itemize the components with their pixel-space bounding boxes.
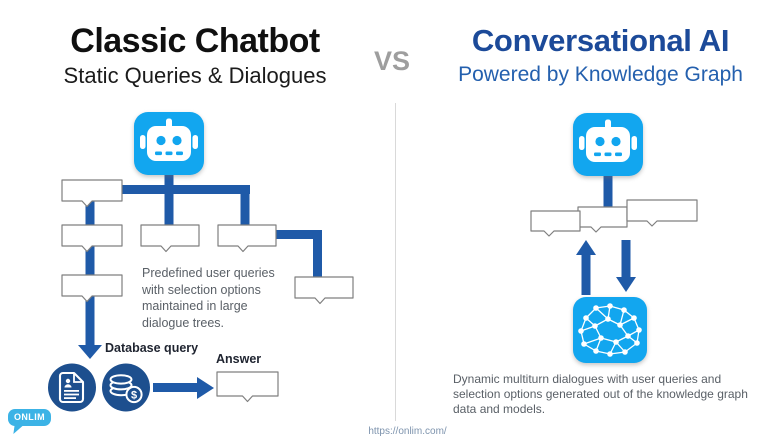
dialogue-node-boxes xyxy=(530,199,698,237)
answer-box xyxy=(216,371,279,403)
dialogue-node-box xyxy=(61,224,123,253)
divider-line xyxy=(395,103,396,421)
dialogue-tree-connectors xyxy=(85,170,322,278)
robot-icon xyxy=(134,112,204,175)
answer-label: Answer xyxy=(216,352,261,366)
classic-chatbot-title: Classic Chatbot xyxy=(70,22,320,60)
dialogue-node-box xyxy=(140,224,200,253)
dollar-sign: $ xyxy=(131,390,137,402)
dialogue-node-box xyxy=(530,210,581,237)
logo-text: ONLIM xyxy=(14,412,45,422)
left-description-line: Predefined user queries xyxy=(142,266,275,280)
left-description-line: dialogue trees. xyxy=(142,315,225,330)
flow-arrow-up xyxy=(576,240,596,295)
conversational-ai-subtitle: Powered by Knowledge Graph xyxy=(458,63,743,86)
database-query-label: Database query xyxy=(105,341,198,355)
left-description-line: with selection options xyxy=(142,282,261,297)
vs-label: VS xyxy=(373,46,411,76)
onlim-logo: ONLIM xyxy=(8,409,58,439)
dialogue-node-box xyxy=(577,206,628,233)
knowledge-graph-icon xyxy=(573,297,647,363)
bot-to-dialogue-connector xyxy=(603,174,613,210)
flow-arrow-down xyxy=(78,294,102,359)
dialogue-node-boxes xyxy=(61,179,354,305)
dialogue-node-box xyxy=(217,224,277,253)
right-description-line: Dynamic multiturn dialogues with user qu… xyxy=(453,372,722,386)
conversational-ai-diagram xyxy=(530,113,698,363)
footer-url-link[interactable]: https://onlim.com/ xyxy=(368,426,447,437)
right-description: Dynamic multiturn dialogues with user qu… xyxy=(453,372,748,417)
conversational-ai-title: Conversational AI xyxy=(471,23,730,58)
right-description-line: selection options generated out of the k… xyxy=(453,387,748,401)
flow-arrow-down xyxy=(616,240,636,292)
left-description-line: maintained in large xyxy=(142,299,248,313)
dialogue-node-box xyxy=(61,179,123,208)
dialogue-node-box xyxy=(294,276,354,305)
document-icon xyxy=(48,363,96,412)
dialogue-node-box xyxy=(626,199,698,227)
robot-icon xyxy=(573,113,643,176)
flow-arrow-right xyxy=(153,377,214,399)
database-coins-icon: $ xyxy=(102,363,150,412)
logo-tail xyxy=(13,425,24,434)
left-description: Predefined user queries with selection o… xyxy=(142,265,275,331)
speech-bubble-logo: ONLIM xyxy=(8,409,51,426)
classic-chatbot-diagram: Database query $ Answer xyxy=(48,112,354,412)
dialogue-node-box xyxy=(61,274,123,303)
right-description-line: data and models. xyxy=(453,402,546,416)
classic-chatbot-subtitle: Static Queries & Dialogues xyxy=(63,63,327,88)
